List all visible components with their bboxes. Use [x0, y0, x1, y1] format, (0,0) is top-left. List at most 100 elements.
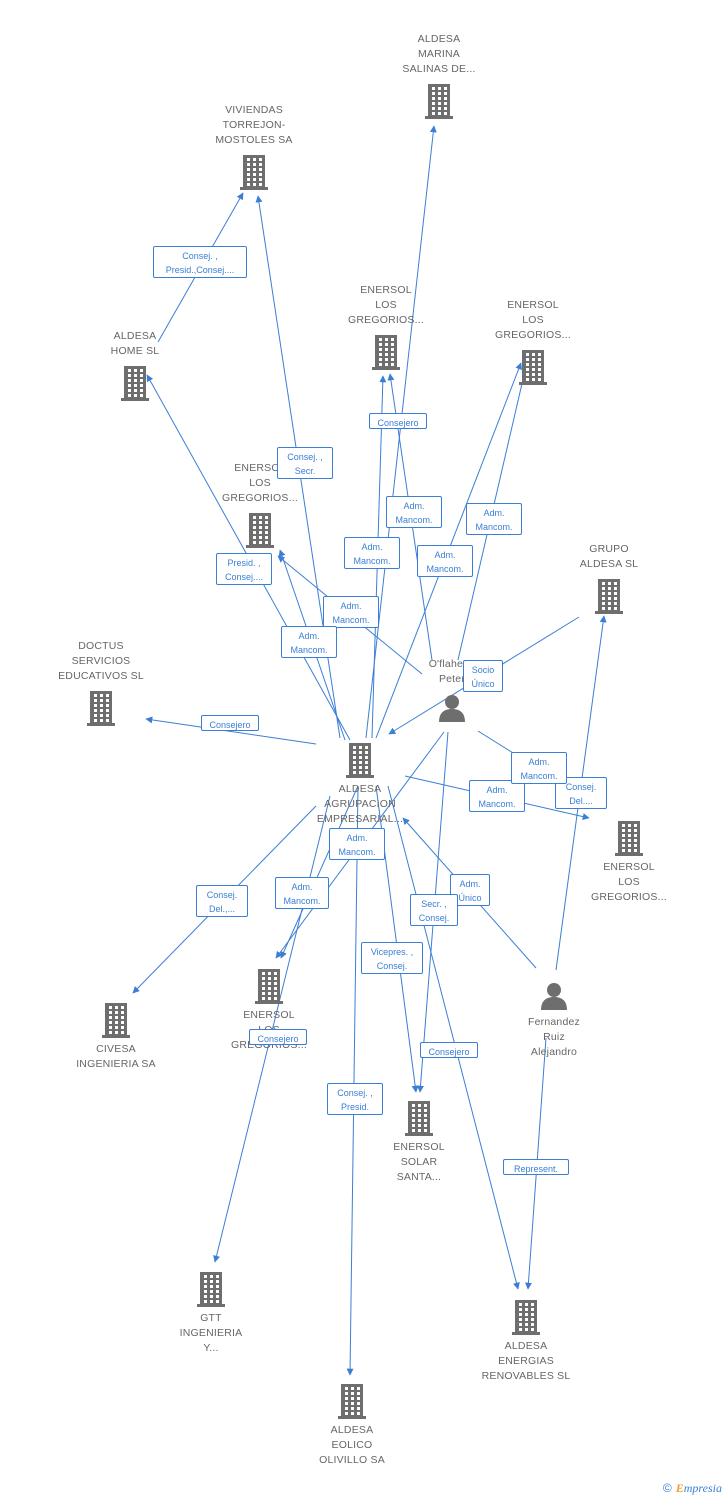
- role-label[interactable]: Adm.Mancom.: [466, 503, 522, 535]
- node-label-line: Y...: [203, 1342, 219, 1354]
- role-label[interactable]: Adm.Mancom.: [329, 828, 385, 860]
- empresia-watermark: ©Empresia: [662, 1481, 722, 1495]
- role-label[interactable]: Secr. ,Consej.: [410, 894, 458, 926]
- node-label-line: RENOVABLES SL: [481, 1370, 571, 1382]
- role-text: Consej.: [206, 890, 238, 900]
- node-label-line: EDUCATIVOS SL: [58, 670, 144, 682]
- building-icon: [519, 350, 547, 385]
- role-label[interactable]: Consejero: [369, 413, 427, 429]
- role-text: Presid.,Consej....: [165, 265, 235, 275]
- node-label-line: GREGORIOS...: [222, 492, 298, 504]
- role-text: Adm.: [298, 631, 320, 641]
- node-label-line: Ruiz: [543, 1031, 565, 1043]
- node-label-line: MARINA: [417, 48, 461, 60]
- node-enersol_2[interactable]: [518, 349, 548, 390]
- node-fernandez[interactable]: [539, 981, 569, 1016]
- role-label[interactable]: Consejero: [249, 1029, 307, 1045]
- role-label[interactable]: Vicepres. ,Consej.: [361, 942, 423, 974]
- node-label-line: ALDESA: [338, 783, 382, 795]
- node-civesa[interactable]: [101, 1002, 131, 1043]
- node-aldesa_marina[interactable]: [424, 83, 454, 124]
- node-label-line: TORREJON-: [222, 119, 286, 131]
- role-label[interactable]: Adm.Mancom.: [511, 752, 567, 784]
- role-text: Único: [458, 893, 482, 903]
- node-label-line: ALDESA SL: [579, 558, 639, 570]
- node-enersol_3[interactable]: [245, 512, 275, 553]
- role-label[interactable]: Adm.Mancom.: [323, 596, 379, 628]
- building-icon: [595, 579, 623, 614]
- edge-aldesa_agrupacion-to-enersol_5: [280, 785, 359, 959]
- node-enersol_5[interactable]: [254, 968, 284, 1009]
- node-aldesa_eolico[interactable]: [337, 1383, 367, 1424]
- role-text: Presid.: [340, 1102, 369, 1112]
- node-label-line: CIVESA: [96, 1043, 136, 1055]
- node-viviendas[interactable]: [239, 154, 269, 195]
- node-label-line: OLIVILLO SA: [319, 1454, 385, 1466]
- role-label[interactable]: Consejero: [420, 1042, 478, 1058]
- role-text: Mancom.: [290, 645, 328, 655]
- role-label[interactable]: Adm.Mancom.: [275, 877, 329, 909]
- role-text: Mancom.: [395, 515, 433, 525]
- node-label-line: SOLAR: [400, 1156, 438, 1168]
- node-enersol_4[interactable]: [614, 820, 644, 861]
- role-text: Adm.: [434, 550, 456, 560]
- node-aldesa_agrupacion[interactable]: [345, 742, 375, 783]
- role-text: Secr.: [294, 466, 316, 476]
- role-label[interactable]: Consejero: [201, 715, 259, 731]
- edge-aldesa_agrupacion-to-aldesa_marina: [365, 125, 437, 739]
- role-text: Presid. ,: [227, 558, 261, 568]
- role-text: Consejero: [209, 720, 251, 730]
- node-label-line: ENERSOL: [234, 462, 286, 474]
- role-label[interactable]: Consej. ,Secr.: [277, 447, 333, 479]
- role-text: Adm.: [486, 785, 508, 795]
- role-label[interactable]: Adm.Mancom.: [417, 545, 473, 577]
- role-text: Consej.: [418, 913, 450, 923]
- node-label-line: MOSTOLES SA: [215, 134, 293, 146]
- node-enersol_solar[interactable]: [404, 1100, 434, 1141]
- role-text: Consej. ,: [337, 1088, 373, 1098]
- node-grupo_aldesa[interactable]: [594, 578, 624, 619]
- role-label[interactable]: Adm.Mancom.: [344, 537, 400, 569]
- node-label-line: ENERGIAS: [498, 1355, 554, 1367]
- building-icon: [255, 969, 283, 1004]
- node-oflaherty[interactable]: [437, 693, 467, 728]
- node-aldesa_home[interactable]: [120, 365, 150, 406]
- role-label[interactable]: Consej. Del.,...: [196, 885, 248, 917]
- role-label[interactable]: Represent.: [503, 1159, 569, 1175]
- node-doctus[interactable]: [86, 690, 116, 731]
- node-label-line: GREGORIOS...: [591, 891, 667, 903]
- role-text: Mancom.: [478, 799, 516, 809]
- node-gtt[interactable]: [196, 1271, 226, 1312]
- node-enersol_1[interactable]: [371, 334, 401, 375]
- building-icon: [405, 1101, 433, 1136]
- building-icon: [338, 1384, 366, 1419]
- role-label[interactable]: Consej. ,Presid.,Consej....: [153, 246, 247, 278]
- role-label[interactable]: Adm. Mancom.: [469, 780, 525, 812]
- node-label-line: GTT: [200, 1312, 222, 1324]
- role-text: Adm.: [291, 882, 313, 892]
- person-icon: [541, 983, 567, 1010]
- role-label[interactable]: Consej. , Presid.: [327, 1083, 383, 1115]
- role-label[interactable]: Presid. ,Consej....: [216, 553, 272, 585]
- role-text: Del.,...: [208, 904, 235, 914]
- role-label[interactable]: Adm.Mancom.: [386, 496, 442, 528]
- role-label[interactable]: Adm. Mancom.: [281, 626, 337, 658]
- node-aldesa_energias[interactable]: [511, 1299, 541, 1340]
